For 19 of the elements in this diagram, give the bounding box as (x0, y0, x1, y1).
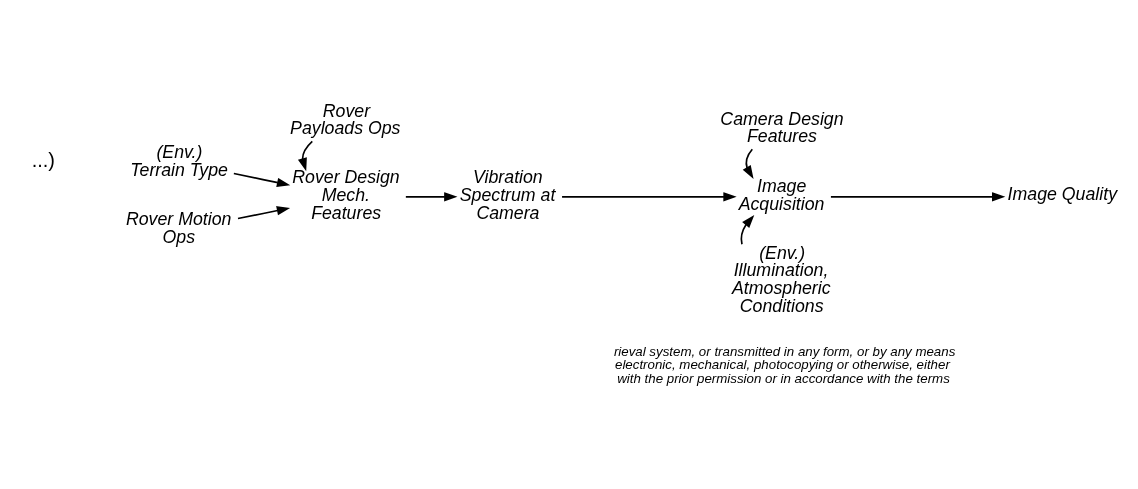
node-text: Rover Payloads Ops (290, 100, 401, 139)
arrow (740, 214, 755, 246)
node-text: Camera Design Features (720, 108, 844, 147)
label: ...) (31, 149, 55, 172)
arrow (405, 192, 458, 202)
arrow (237, 206, 291, 220)
node-text: Rover Design Mech. Features (292, 167, 400, 223)
arrow (297, 140, 314, 172)
node-text: (Env.) Illumination, Atmospheric Conditions (732, 242, 831, 316)
node-text: Image Quality (1007, 183, 1118, 204)
arrow (233, 172, 291, 188)
arrow (561, 192, 737, 202)
node-text: (Env.) Terrain Type (130, 141, 228, 180)
node-text: Vibration Spectrum at Camera (459, 167, 556, 223)
arrow (742, 148, 754, 179)
node-text: Image Acquisition (738, 176, 825, 214)
node-text: Rover Motion Ops (125, 209, 232, 248)
label: rieval system, or transmitted in any form, or by any means electronic, mechanical, photocopying or otherwise, either with the prior permission or in accordance with the terms (613, 344, 956, 386)
arrow (830, 192, 1006, 202)
